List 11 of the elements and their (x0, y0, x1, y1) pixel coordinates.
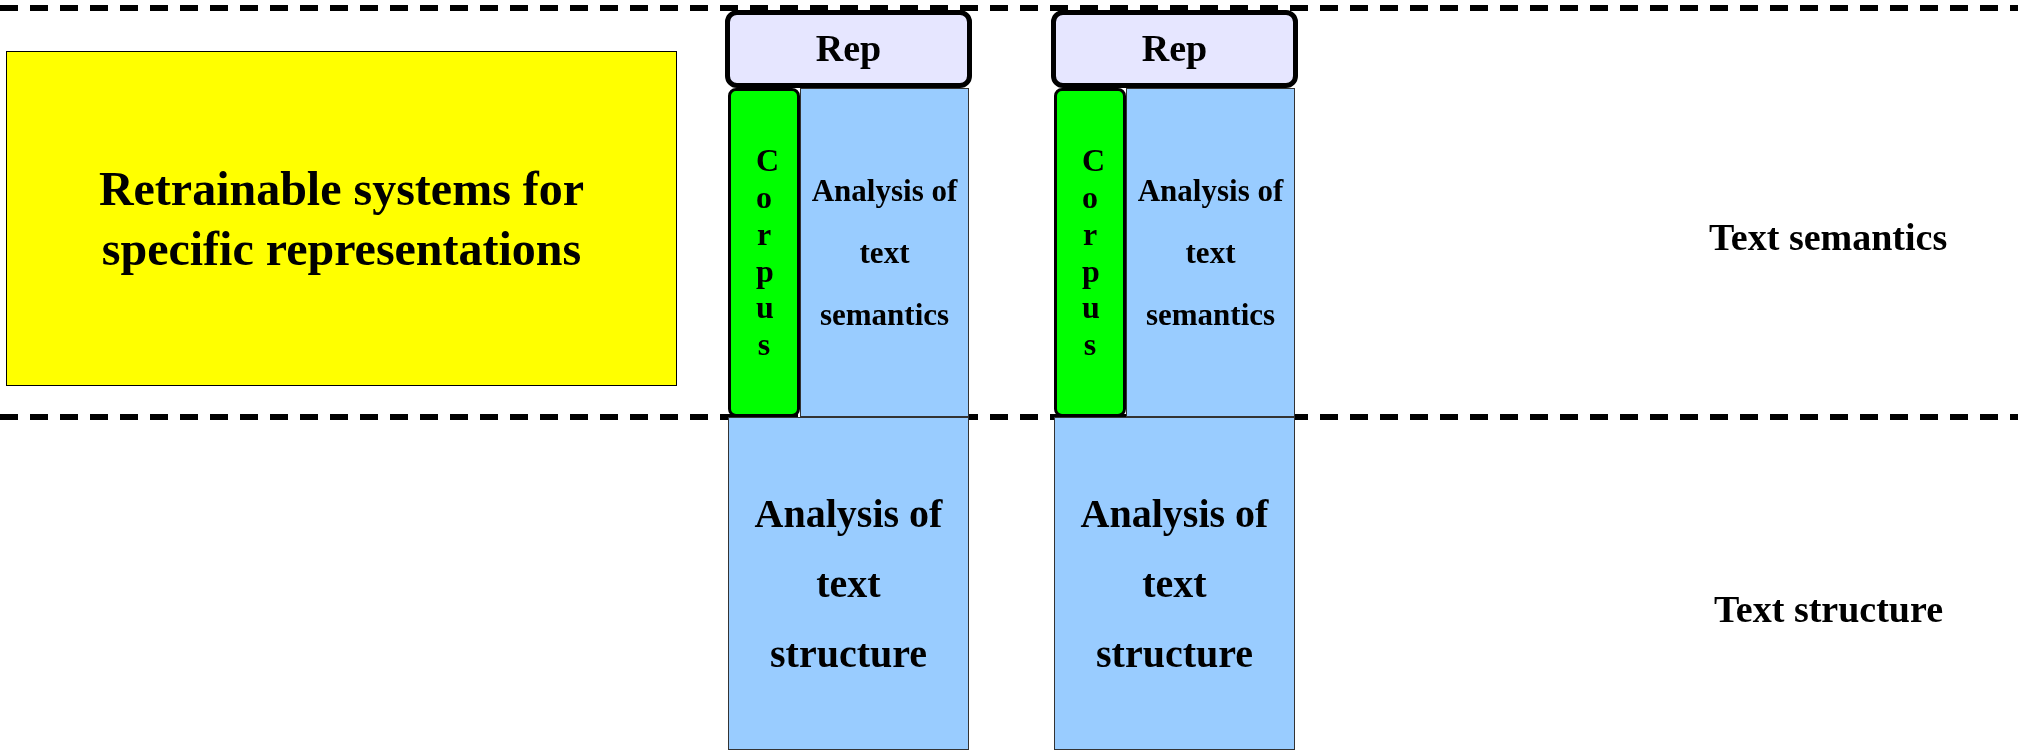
corpus-box: Corpus (728, 88, 800, 417)
rep-box: Rep (1051, 10, 1298, 88)
rep-box: Rep (725, 10, 972, 88)
layer-label: Text structure (1714, 587, 1944, 631)
analysis-box: Analysis of text structure (1054, 417, 1295, 750)
title-box: Retrainable systems for specific representations (6, 51, 677, 386)
analysis-box: Analysis of text semantics (1126, 88, 1295, 417)
analysis-box: Analysis of text semantics (800, 88, 969, 417)
corpus-box: Corpus (1054, 88, 1126, 417)
layer-label: Text semantics (1709, 215, 1948, 259)
analysis-box: Analysis of text structure (728, 417, 969, 750)
